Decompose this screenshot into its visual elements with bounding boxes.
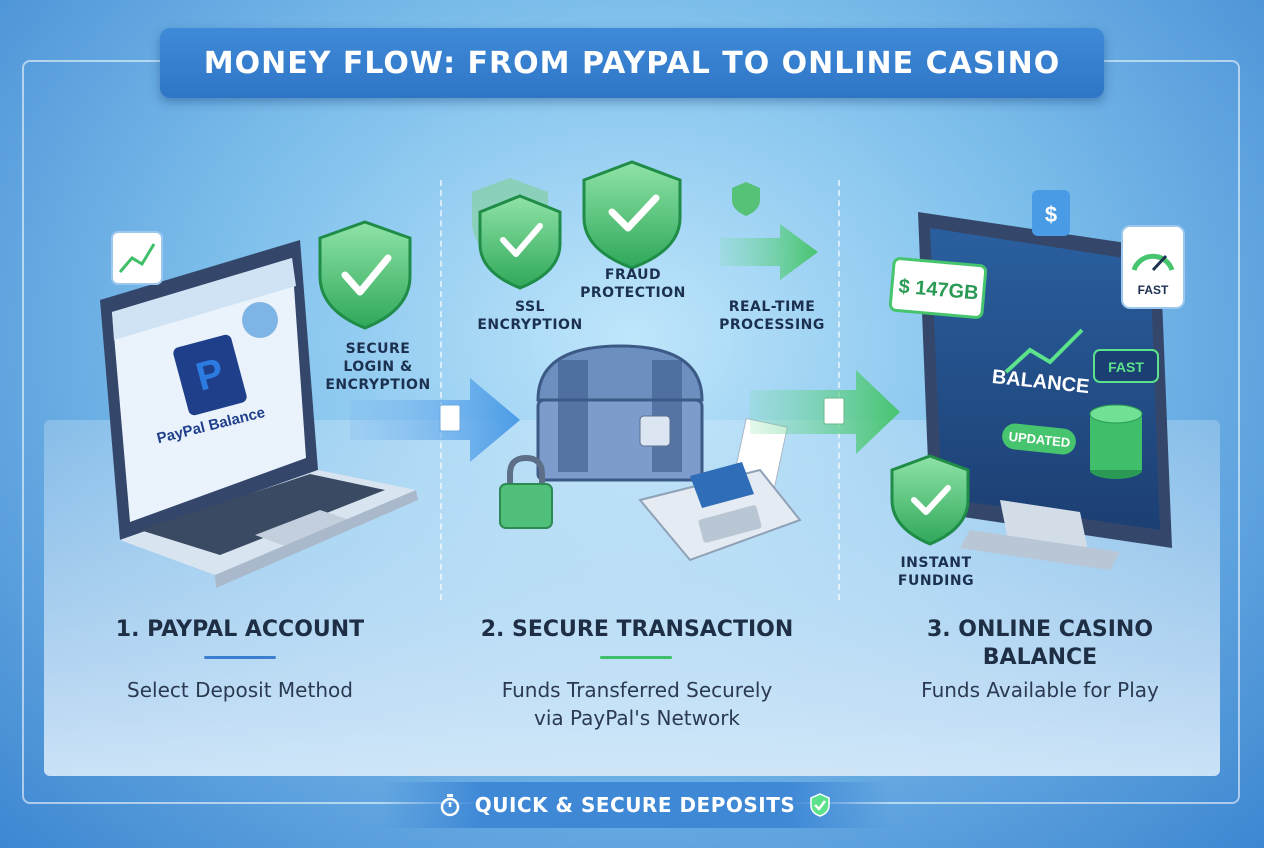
small-shield-icon: [732, 182, 760, 216]
flow-arrow-icon: [750, 370, 900, 454]
instant-shield-icon: [890, 454, 970, 546]
ssl-shield-icon: [472, 178, 562, 290]
fast-gauge-label: FAST: [1138, 283, 1169, 297]
label-line: PROCESSING: [719, 317, 825, 333]
step-2-title: 2. SECURE TRANSACTION: [480, 617, 794, 642]
step-2-text-line: Funds Transferred Securely: [501, 678, 773, 702]
shield-icon: [318, 220, 412, 330]
updated-badge: UPDATED: [1008, 429, 1071, 450]
label-line: LOGIN &: [343, 359, 413, 375]
secure-login-label: SECURE LOGIN & ENCRYPTION: [318, 340, 438, 394]
step-2-text-line: via PayPal's Network: [533, 706, 740, 730]
step-3-title-line: BALANCE: [982, 645, 1098, 670]
step-1-rule: [204, 656, 276, 659]
padlock-icon: [499, 454, 553, 529]
shield-check-icon: [810, 793, 831, 817]
vault-chest-icon: [536, 344, 704, 482]
footer-text: QUICK & SECURE DEPOSITS: [474, 793, 796, 817]
step-2-rule: [600, 656, 672, 659]
svg-text:$: $: [1045, 202, 1057, 227]
label-line: ENCRYPTION: [325, 377, 431, 393]
step-3-title-line: 3. ONLINE CASINO: [926, 617, 1154, 642]
instant-funding-label: INSTANT FUNDING: [886, 554, 986, 590]
amount-card: [888, 257, 988, 319]
label-line: SSL: [515, 299, 545, 315]
flow-arrow-icon: [350, 378, 520, 462]
section-divider: [440, 180, 442, 600]
realtime-arrow-icon: [720, 224, 818, 280]
step-3-text: Funds Available for Play: [921, 678, 1159, 702]
label-line: PROTECTION: [580, 285, 686, 301]
title-banner: MONEY FLOW: FROM PAYPAL TO ONLINE CASINO: [160, 28, 1104, 98]
label-line: ENCRYPTION: [477, 317, 583, 333]
step-3-title: 3. ONLINE CASINO BALANCE: [870, 616, 1210, 672]
page-title: MONEY FLOW: FROM PAYPAL TO ONLINE CASINO: [203, 45, 1061, 81]
laptop-icon: P: [100, 240, 418, 588]
footer-banner: QUICK & SECURE DEPOSITS: [380, 782, 890, 828]
label-line: REAL-TIME: [728, 299, 816, 315]
step-1-title: 1. PAYPAL ACCOUNT: [115, 617, 365, 642]
stopwatch-icon: [440, 794, 459, 817]
ssl-label: SSL ENCRYPTION: [470, 298, 590, 334]
step-1-text: Select Deposit Method: [127, 678, 353, 702]
label-line: INSTANT: [900, 555, 972, 571]
step-2-text: Funds Transferred Securely via PayPal's …: [452, 676, 822, 732]
fast-screen-label: FAST: [1108, 359, 1144, 375]
fraud-shield-icon: [582, 160, 682, 270]
fraud-label: FRAUD PROTECTION: [578, 266, 688, 302]
payment-terminal-icon: [638, 417, 802, 562]
chart-card-icon: [111, 231, 163, 285]
realtime-label: REAL-TIME PROCESSING: [712, 298, 832, 334]
speed-gauge-icon: [1121, 225, 1185, 309]
casino-chips-icon: [1089, 404, 1143, 479]
dollar-card-icon: $: [1032, 190, 1070, 236]
label-line: FRAUD: [604, 267, 662, 283]
label-line: FUNDING: [897, 573, 975, 589]
label-line: SECURE: [345, 341, 411, 357]
fast-bubble: [1093, 349, 1159, 383]
